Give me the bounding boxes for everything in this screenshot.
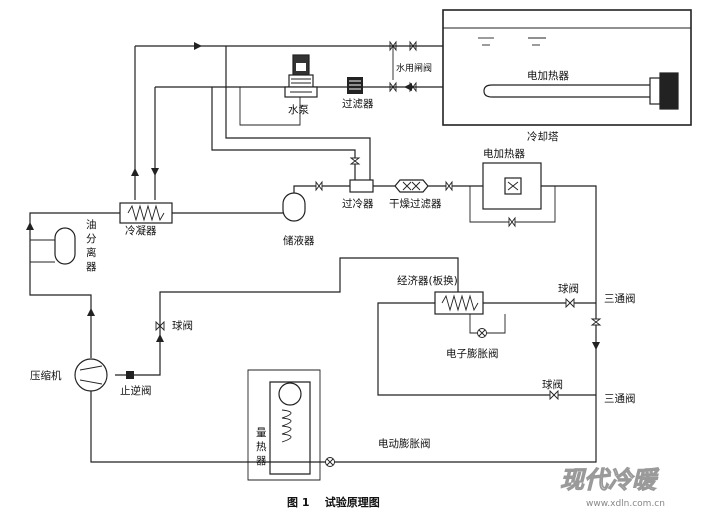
water-filter	[347, 77, 363, 94]
eev-2-label: 电动膨胀阀	[378, 437, 431, 450]
water-pump	[284, 54, 318, 98]
condenser-label: 冷凝器	[125, 224, 157, 237]
filter-label: 过滤器	[342, 97, 374, 110]
ball-valve-3-label: 球阀	[542, 378, 563, 391]
pump-label: 水泵	[288, 104, 309, 116]
check-valve-label: 止逆阀	[120, 384, 152, 397]
ball-valve-1-label: 球阀	[172, 319, 193, 332]
watermark-logo: 现代冷暖	[560, 466, 660, 494]
three-way-valve-2-label: 三通阀	[604, 392, 636, 405]
water-valve-label: 水用闸阀	[396, 62, 432, 74]
misc-valves	[315, 157, 602, 326]
compressor-label: 压缩机	[30, 369, 62, 382]
cooling-tower	[442, 9, 692, 126]
figure-caption: 图 1 试验原理图	[287, 495, 380, 509]
eev-1-label: 电子膨胀阀	[446, 347, 499, 360]
refrigerant-loop	[26, 162, 600, 481]
sub-heater-label: 电加热器	[483, 147, 525, 160]
ball-valve-3	[549, 389, 559, 401]
ball-valve-2-label: 球阀	[558, 282, 579, 295]
water-gate-valve	[389, 40, 417, 93]
receiver-label: 储液器	[283, 234, 315, 247]
calorimeter-label: 量热器	[256, 427, 267, 467]
three-way-valve-1-label: 三通阀	[604, 292, 636, 305]
water-loop	[131, 42, 443, 200]
watermark-url: www.xdln.com.cn	[586, 499, 665, 509]
tower-heater-label: 电加热器	[527, 69, 569, 82]
economizer-label: 经济器(板换)	[397, 274, 458, 287]
cooling-tower-label: 冷却塔	[527, 130, 559, 143]
subcooler-label: 过冷器	[342, 197, 374, 210]
oil-separator-label: 油分离器	[86, 218, 97, 273]
ball-valve-1	[155, 320, 165, 332]
ball-valve-2	[565, 297, 575, 309]
drier-label: 干燥过滤器	[389, 197, 442, 210]
